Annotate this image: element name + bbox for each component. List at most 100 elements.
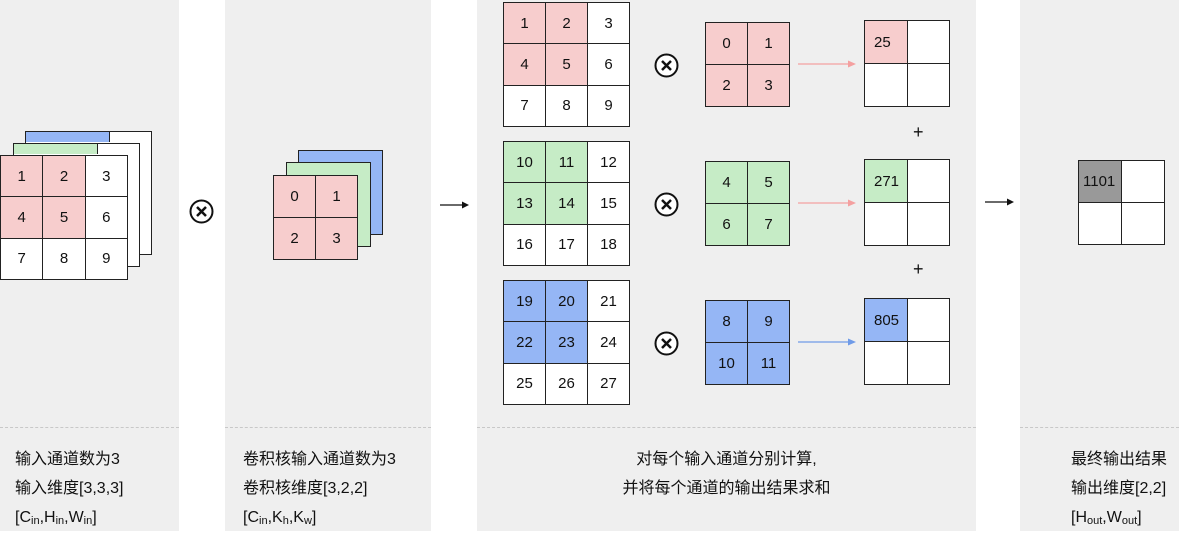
sum-plus-sign: + (913, 259, 924, 279)
channel-input-cell: 10 (504, 142, 545, 183)
channel-result-grid: 271 (864, 159, 950, 246)
channel-input-cell: 1 (504, 3, 545, 44)
channel-kernel-cell: 6 (706, 204, 747, 245)
input-caption: 输入通道数为3 输入维度[3,3,3] [Cin,Hin,Win] (15, 445, 123, 536)
channel-result-cell-empty (865, 203, 907, 245)
output-caption-line1: 最终输出结果 (1071, 451, 1168, 468)
channel-input-cell: 5 (546, 44, 587, 85)
channel-result-cell-empty (907, 299, 949, 341)
channel-result-cell-empty (865, 342, 907, 384)
kernel-panel (225, 0, 431, 531)
sum-plus-sign: + (913, 122, 924, 142)
input-cell: 1 (1, 156, 43, 197)
channel-result-cell: 805 (865, 299, 907, 341)
output-caption-line3: [Hout,Wout] (1071, 509, 1142, 527)
input-divider (0, 427, 179, 428)
channel-result-cell: 25 (865, 21, 907, 63)
channel-kernel-cell: 7 (748, 204, 789, 245)
input-cell: 8 (43, 238, 85, 279)
channel-input-cell: 9 (588, 85, 629, 126)
compute-divider (477, 427, 976, 428)
kernel-caption-line2: 卷积核维度[3,2,2] (243, 480, 368, 497)
channel-input-cell: 18 (588, 224, 629, 265)
convolution-operator-icon (654, 53, 679, 78)
compute-caption-line1: 对每个输入通道分别计算, (636, 451, 817, 468)
input-cell: 3 (85, 156, 127, 197)
input-cell: 5 (43, 197, 85, 238)
arrow-to-compute-icon (440, 201, 469, 209)
channel-input-cell: 20 (546, 281, 587, 322)
channel-input-cell: 25 (504, 363, 545, 404)
channel-kernel-cell: 9 (748, 301, 789, 342)
output-caption-line2: 输出维度[2,2] (1071, 480, 1167, 497)
channel-result-cell-empty (907, 203, 949, 245)
kernel-cell: 2 (274, 218, 315, 259)
channel-input-cell: 15 (588, 183, 629, 224)
arrow-to-output-icon (985, 198, 1014, 206)
channel-input-cell: 26 (546, 363, 587, 404)
channel-input-cell: 23 (546, 322, 587, 363)
channel-input-cell: 17 (546, 224, 587, 265)
channel-result-cell-empty (865, 64, 907, 106)
input-caption-line2: 输入维度[3,3,3] (15, 480, 124, 497)
input-caption-line1: 输入通道数为3 (15, 451, 120, 468)
channel-result-grid: 805 (864, 298, 950, 385)
channel-result-cell-empty (907, 160, 949, 202)
channel-input-cell: 4 (504, 44, 545, 85)
channel-arrow-icon (798, 60, 856, 68)
channel-arrow-icon (798, 199, 856, 207)
channel-kernel-cell: 4 (706, 162, 747, 203)
output-caption: 最终输出结果 输出维度[2,2] [Hout,Wout] (1071, 445, 1167, 536)
channel-input-cell: 7 (504, 85, 545, 126)
output-cell: 1101 (1079, 161, 1121, 202)
channel-input-cell: 6 (588, 44, 629, 85)
kernel-divider (225, 427, 431, 428)
channel-result-cell: 271 (865, 160, 907, 202)
kernel-cell: 1 (316, 176, 357, 217)
channel-input-cell: 22 (504, 322, 545, 363)
output-cell-empty (1122, 161, 1164, 202)
input-cell: 7 (1, 238, 43, 279)
kernel-cell: 3 (316, 218, 357, 259)
output-cell-empty (1122, 203, 1164, 244)
input-cell: 4 (1, 197, 43, 238)
channel-arrow-icon (798, 338, 856, 346)
channel-input-cell: 13 (504, 183, 545, 224)
compute-caption-line2: 并将每个通道的输出结果求和 (622, 480, 831, 497)
channel-kernel-cell: 0 (706, 23, 747, 64)
output-panel (1020, 0, 1179, 531)
channel-input-cell: 24 (588, 322, 629, 363)
convolution-operator-icon (189, 199, 214, 224)
channel-input-cell: 16 (504, 224, 545, 265)
channel-input-cell: 12 (588, 142, 629, 183)
convolution-operator-icon (654, 192, 679, 217)
channel-kernel-cell: 2 (706, 65, 747, 106)
kernel-caption: 卷积核输入通道数为3 卷积核维度[3,2,2] [Cin,Kh,Kw] (243, 445, 396, 536)
channel-result-cell-empty (907, 64, 949, 106)
compute-caption: 对每个输入通道分别计算, 并将每个通道的输出结果求和 (477, 445, 976, 503)
channel-result-cell-empty (907, 342, 949, 384)
channel-input-cell: 21 (588, 281, 629, 322)
output-divider (1020, 427, 1179, 428)
channel-kernel-cell: 5 (748, 162, 789, 203)
channel-kernel-cell: 1 (748, 23, 789, 64)
channel-kernel-cell: 10 (706, 343, 747, 384)
output-grid: 1101 (1078, 160, 1165, 245)
kernel-caption-line1: 卷积核输入通道数为3 (243, 451, 396, 468)
input-cell: 2 (43, 156, 85, 197)
channel-kernel-cell: 11 (748, 343, 789, 384)
kernel-caption-line3: [Cin,Kh,Kw] (243, 509, 317, 527)
channel-input-cell: 27 (588, 363, 629, 404)
channel-input-cell: 2 (546, 3, 587, 44)
channel-result-grid: 25 (864, 20, 950, 107)
convolution-operator-icon (654, 331, 679, 356)
input-cell: 6 (85, 197, 127, 238)
kernel-cell: 0 (274, 176, 315, 217)
